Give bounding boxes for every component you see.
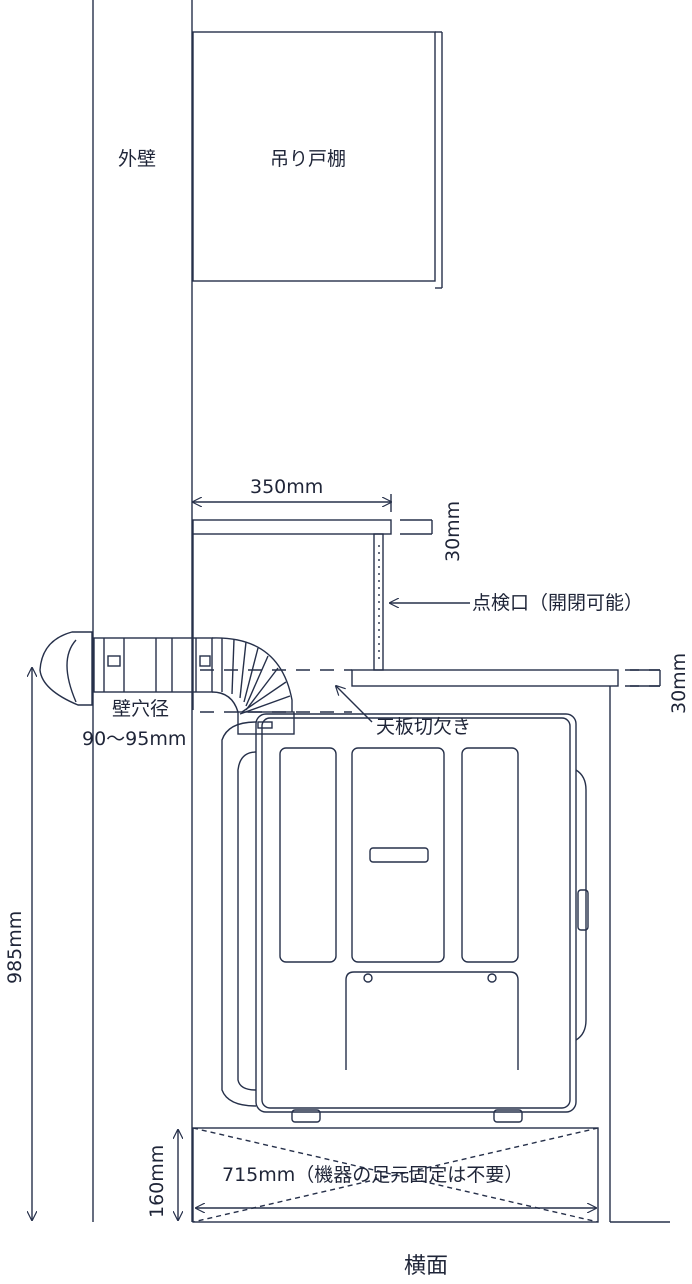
top-cutout-label: 天板切欠き (376, 716, 472, 738)
vent-hood (39, 631, 93, 706)
shelf-thickness-dimension (400, 519, 433, 535)
total-height-label: 985mm (4, 910, 26, 984)
counter-top (351, 669, 670, 1223)
base-height-label: 160mm (146, 1144, 168, 1218)
cutout-leader (336, 686, 373, 723)
top-cutout-dashes (200, 669, 660, 713)
wall-cabinet (192, 31, 443, 289)
view-caption: 横面 (404, 1254, 449, 1279)
upper-shelf (192, 519, 392, 710)
inspection-port-label: 点検口（開閉可能） (472, 592, 644, 614)
counter-thickness-label: 30mm (668, 652, 690, 714)
duct-pipe (93, 637, 213, 693)
shelf-depth-label: 350mm (250, 476, 324, 498)
wall-hole-title: 壁穴径 (112, 698, 170, 720)
outer-wall (92, 0, 193, 1222)
wall-cabinet-label: 吊り戸棚 (270, 148, 347, 170)
base-width-label: 715mm（機器の足元固定は不要） (222, 1164, 524, 1186)
wall-hole-size: 90〜95mm (82, 728, 187, 750)
shelf-thickness-label: 30mm (442, 500, 464, 562)
shelf-depth-dimension (193, 494, 391, 512)
outer-wall-label: 外壁 (118, 148, 157, 170)
dryer-unit (221, 713, 589, 1123)
flexible-elbow (211, 637, 295, 735)
